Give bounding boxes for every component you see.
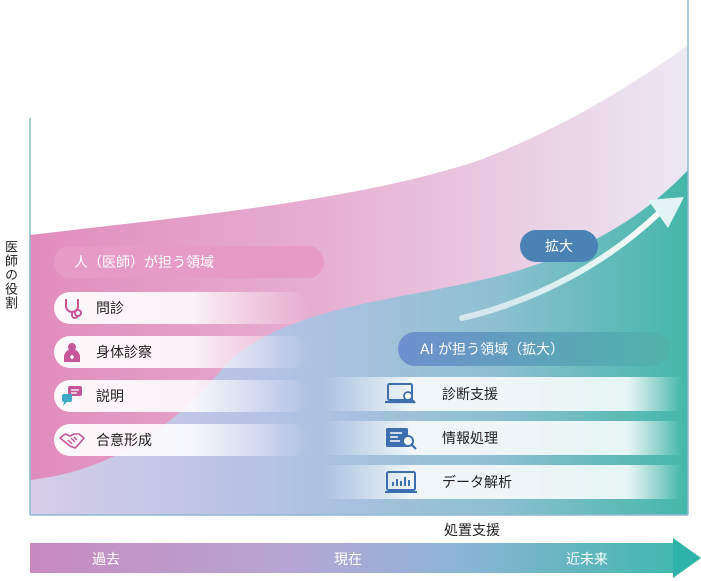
human-item-consensus: 合意形成 xyxy=(54,424,309,456)
ai-item-diagnosis: 診断支援 xyxy=(322,377,682,411)
ai-item-label: 情報処理 xyxy=(442,431,498,447)
timeline-bar xyxy=(30,543,675,573)
ai-item-data-analysis: データ解析 xyxy=(322,465,682,499)
growth-arrow xyxy=(459,209,663,321)
ai-item-label: データ解析 xyxy=(442,475,512,491)
timeline-present: 現在 xyxy=(334,552,362,568)
human-item-exam: 身体診察 xyxy=(54,336,309,368)
human-item-label: 問診 xyxy=(96,301,124,317)
human-item-explain: 説明 xyxy=(54,380,309,412)
timeline-past: 過去 xyxy=(92,552,120,568)
expand-badge: 拡大 xyxy=(520,230,598,262)
y-axis-label: 医師の役割 xyxy=(2,240,17,310)
human-item-label: 合意形成 xyxy=(96,433,152,449)
human-item-interview: 問診 xyxy=(54,292,309,324)
patient-icon xyxy=(58,338,86,366)
laptop-search-icon xyxy=(384,380,418,408)
timeline-arrow-head xyxy=(673,538,701,578)
speech-bubbles-icon xyxy=(58,382,86,410)
timeline-near-future: 近未来 xyxy=(566,552,608,568)
ai-item-info-processing: 情報処理 xyxy=(322,421,682,455)
document-search-icon xyxy=(384,424,418,452)
human-item-label: 身体診察 xyxy=(96,345,152,361)
human-domain-header: 人（医師）が担う領域 xyxy=(54,246,324,278)
ai-domain-header: AI が担う領域（拡大） xyxy=(398,332,670,366)
stethoscope-icon xyxy=(58,294,86,322)
ai-item-label: 診断支援 xyxy=(442,387,498,403)
handshake-icon xyxy=(58,426,86,454)
growth-arrow-head xyxy=(648,197,684,228)
human-item-label: 説明 xyxy=(96,389,124,405)
ai-extra-item: 処置支援 xyxy=(444,523,500,539)
bar-chart-icon xyxy=(384,468,418,496)
